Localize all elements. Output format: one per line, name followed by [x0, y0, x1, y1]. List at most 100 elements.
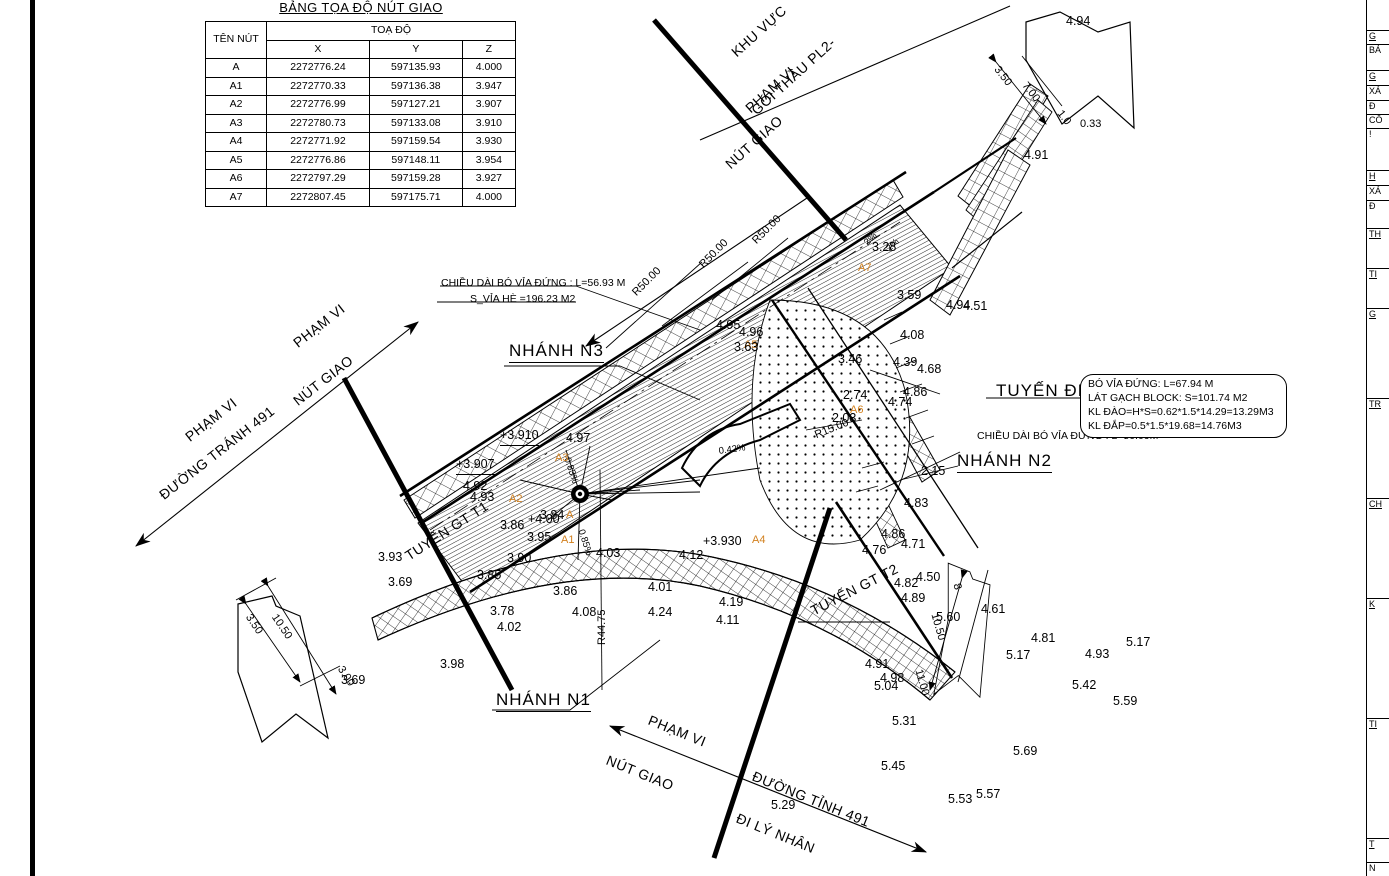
spot-elevation: 4.97 — [566, 431, 591, 445]
cell-node: A5 — [205, 150, 267, 171]
spot-elevation: 4.51 — [963, 299, 988, 313]
title-block-row: N — [1367, 862, 1389, 873]
title-block-row: CH — [1367, 498, 1389, 509]
title-block-text: TI — [1369, 719, 1377, 729]
th-z: Z — [461, 39, 517, 60]
spot-elevation: 5.42 — [1072, 678, 1097, 692]
spot-elevation: 3.63 — [734, 340, 759, 354]
spot-elevation: 4.39 — [893, 355, 918, 369]
cell-x: 2272780.73 — [266, 113, 370, 134]
title-block-row: H — [1367, 170, 1389, 181]
spot-elevation: 3.69 — [341, 673, 366, 687]
node-label-A: A — [566, 509, 574, 521]
spot-elevation: 3.46 — [838, 352, 863, 366]
title-block-text: TR — [1369, 399, 1381, 409]
title-block-row: G — [1367, 308, 1389, 319]
node-label-A2: A2 — [509, 493, 523, 505]
note-line-2: LÁT GẠCH BLOCK: S=101.74 M2 — [1088, 391, 1248, 404]
cell-x: 2272776.24 — [266, 58, 370, 78]
spot-elevation: 3.98 — [440, 657, 465, 671]
title-block-text: K — [1369, 599, 1376, 609]
spot-elevation: 3.69 — [388, 575, 413, 589]
annotation-curb-left-2: S_VỈA HÈ =196.23 M2 — [470, 293, 576, 305]
spot-elevation: 4.94 — [946, 298, 971, 312]
title-block-row: TH — [1367, 228, 1389, 239]
spot-elevation: 4.12 — [679, 548, 704, 562]
branch-label-n2: NHÁNH N2 — [957, 450, 1052, 474]
title-block-row: T — [1367, 838, 1389, 849]
spot-elevation: 3.86 — [500, 518, 525, 532]
spot-elevation: 4.86 — [881, 527, 906, 541]
th-x: X — [266, 39, 370, 60]
title-block-text: G — [1369, 71, 1377, 81]
cell-node: A1 — [205, 76, 267, 97]
spot-elevation: 4.08 — [572, 605, 597, 619]
title-block-row: TR — [1367, 398, 1389, 409]
radius-label-5: R44.75 — [596, 609, 608, 645]
annotation-curb-left-1: CHIỀU DÀI BÓ VỈA ĐỨNG : L=56.93 M — [441, 277, 626, 289]
cell-x: 2272771.92 — [266, 132, 370, 152]
spot-elevation: 5.29 — [771, 798, 796, 812]
spot-elevation: 3.84 — [540, 508, 565, 522]
cell-z: 4.000 — [461, 58, 517, 78]
dim-ne-d: 0.33 — [1080, 118, 1102, 130]
spot-elevation: 4.96 — [739, 325, 764, 339]
cell-node: A6 — [205, 169, 267, 189]
cell-y: 597133.08 — [368, 113, 463, 134]
spot-elevation: 3.28 — [872, 240, 897, 254]
branch-label-n1: NHÁNH N1 — [496, 689, 591, 713]
spot-elevation: 4.81 — [1031, 631, 1056, 645]
cell-z: 3.907 — [461, 95, 517, 115]
node-label-A5: A5 — [744, 339, 758, 351]
spot-elevation: 4.24 — [648, 605, 673, 619]
spot-elevation: 4.89 — [901, 591, 926, 605]
cell-z: 3.947 — [461, 76, 517, 97]
title-block-text: XÁ — [1369, 86, 1382, 96]
title-block-text: Đ — [1369, 201, 1376, 211]
note-line-3: KL ĐÀO=H*S=0.62*1.5*14.29=13.29M3 — [1088, 405, 1274, 418]
spot-elevation: 3.93 — [378, 550, 403, 564]
title-block-row: BẢ — [1367, 44, 1389, 55]
cell-y: 597135.93 — [368, 58, 463, 78]
cell-z: 3.954 — [461, 150, 517, 171]
spot-elevation: 5.59 — [1113, 694, 1138, 708]
cell-x: 2272776.99 — [266, 95, 370, 115]
cell-y: 597159.28 — [368, 169, 463, 189]
title-block-row: XÁ — [1367, 85, 1389, 96]
title-block-text: ! — [1369, 129, 1372, 139]
th-node: TÊN NÚT — [205, 20, 267, 60]
cell-x: 2272770.33 — [266, 76, 370, 97]
cell-y: 597127.21 — [368, 95, 463, 115]
spot-elevation: 3.95 — [527, 530, 552, 544]
spot-elevation: 3.85 — [477, 568, 502, 582]
title-block-row: TI — [1367, 718, 1389, 729]
cell-x: 2272807.45 — [266, 187, 370, 208]
cell-z: 4.000 — [461, 187, 517, 208]
spot-elevation: 5.04 — [874, 679, 899, 693]
cell-x: 2272797.29 — [266, 169, 370, 189]
title-block-text: G — [1369, 31, 1377, 41]
spot-elevation: 4.19 — [719, 595, 744, 609]
design-elev-1: +3.910 — [500, 428, 539, 446]
th-coords: TOẠ ĐỘ — [266, 21, 516, 41]
spot-elevation: 5.60 — [936, 610, 961, 624]
spot-elevation: 5.45 — [881, 759, 906, 773]
spot-elevation: 4.91 — [865, 657, 890, 671]
spot-elevation: 3.86 — [553, 584, 578, 598]
title-block-row: G — [1367, 30, 1389, 41]
title-block-text: H — [1369, 171, 1376, 181]
spot-elevation: 4.93 — [1085, 647, 1110, 661]
title-block-text: G — [1369, 309, 1377, 319]
spot-elevation: 4.50 — [916, 570, 941, 584]
spot-elevation: 4.02 — [497, 620, 522, 634]
spot-elevation: 5.69 — [1013, 744, 1038, 758]
title-block-text: Đ — [1369, 101, 1376, 111]
